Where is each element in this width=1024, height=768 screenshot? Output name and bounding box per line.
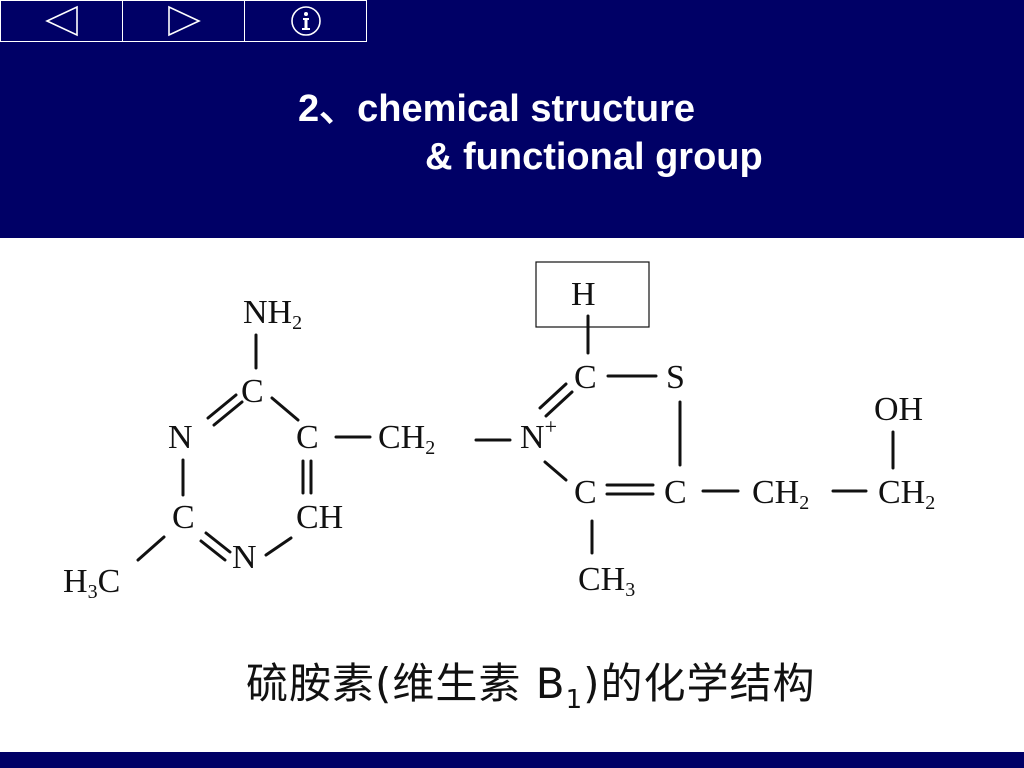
- c-top-label: C: [241, 373, 264, 410]
- n-left-label: N: [168, 419, 193, 456]
- nav-bar: [0, 0, 367, 42]
- caption-subscript: 1: [565, 685, 584, 715]
- info-icon: [290, 6, 321, 36]
- c-right-label: C: [296, 419, 319, 456]
- chain-ch2-b-label: CH2: [878, 474, 935, 514]
- info-button[interactable]: [245, 1, 366, 41]
- ch3-label: CH3: [578, 561, 635, 601]
- next-button[interactable]: [123, 1, 245, 41]
- slide-footer-bar: [0, 752, 1024, 768]
- caption-rest: )的化学结构: [583, 659, 816, 708]
- n-bottom-label: N: [232, 539, 257, 576]
- s-label: S: [666, 359, 685, 396]
- c2-label: C: [574, 359, 597, 396]
- oh-label: OH: [874, 391, 923, 428]
- thiamine-structure-diagram: NH2 C N C C CH N H3C CH2 N+ H C S C C CH…: [63, 261, 935, 603]
- title-line-1: 2、chemical structure: [298, 88, 696, 130]
- h3c-label: H3C: [63, 563, 120, 603]
- bridge-ch2-label: CH2: [378, 419, 435, 459]
- bonds: [136, 314, 895, 562]
- h-top-label: H: [571, 276, 596, 313]
- triangle-right-icon: [167, 5, 201, 37]
- c5-label: C: [664, 474, 687, 511]
- chain-ch2-a-label: CH2: [752, 474, 809, 514]
- slide-header: 2、chemical structure & functional group: [0, 0, 1024, 238]
- ch-ring-label: CH: [296, 499, 343, 536]
- caption-main: 硫胺素(维生素 B: [246, 659, 566, 708]
- triangle-left-icon: [44, 5, 78, 37]
- highlight-box: [535, 261, 650, 328]
- prev-button[interactable]: [1, 1, 123, 41]
- nh2-label: NH2: [243, 294, 302, 334]
- c4-label: C: [574, 474, 597, 511]
- structure-caption: 硫胺素(维生素 B1)的化学结构: [246, 650, 816, 715]
- c-left-label: C: [172, 499, 195, 536]
- n-plus-label: N+: [520, 414, 557, 456]
- title-line-2: & functional group: [425, 136, 763, 178]
